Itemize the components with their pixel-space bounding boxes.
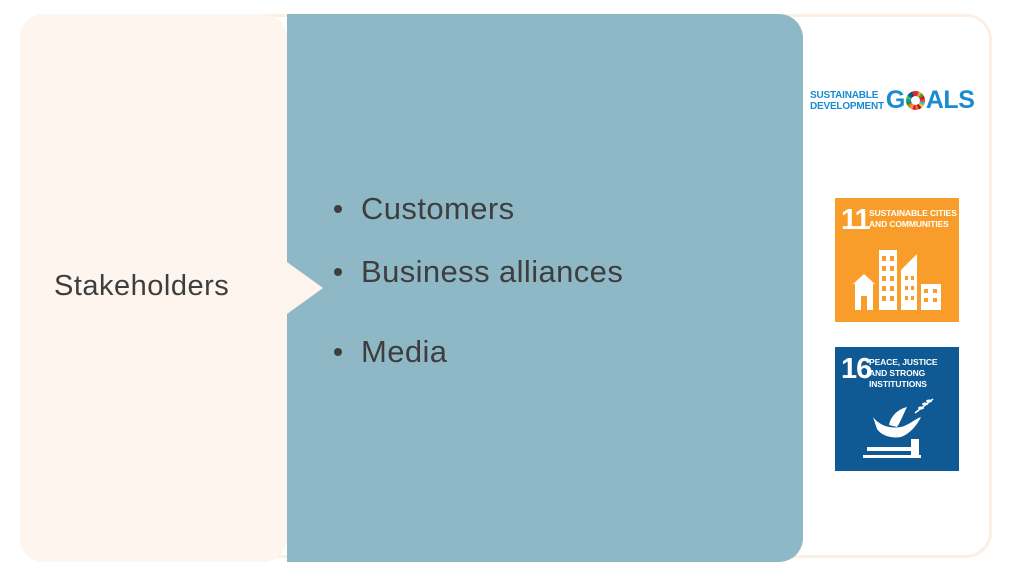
stakeholders-label: Stakeholders [54, 270, 230, 302]
list-item: Business alliances [334, 232, 623, 312]
bullet-icon [334, 268, 342, 276]
city-buildings-icon [853, 250, 941, 310]
list-item: Customers [334, 186, 623, 232]
goal-title: PEACE, JUSTICE AND STRONG INSTITUTIONS [869, 357, 938, 389]
stakeholder-list-panel [287, 14, 803, 562]
sdg-logo-small-text: SUSTAINABLE DEVELOPMENT [810, 89, 884, 112]
sdg-wheel-icon [905, 91, 925, 110]
bullet-icon [334, 348, 342, 356]
list-item: Media [334, 312, 623, 392]
sdg-goal-16-tile: 16 PEACE, JUSTICE AND STRONG INSTITUTION… [835, 347, 959, 471]
list-item-label: Customers [361, 191, 515, 226]
goal-title: SUSTAINABLE CITIES AND COMMUNITIES [869, 208, 957, 229]
stakeholders-panel [20, 14, 287, 562]
goal-number: 16 [841, 353, 872, 385]
arrow-connector [287, 262, 323, 314]
goal-number: 11 [841, 204, 871, 236]
list-item-label: Business alliances [361, 254, 624, 289]
dove-gavel-icon [863, 398, 934, 458]
bullet-icon [334, 205, 342, 213]
list-item-label: Media [361, 334, 448, 369]
stakeholder-list: Customers Business alliances Media [334, 186, 623, 392]
sdg-goal-11-tile: 11 SUSTAINABLE CITIES AND COMMUNITIES [835, 198, 959, 322]
